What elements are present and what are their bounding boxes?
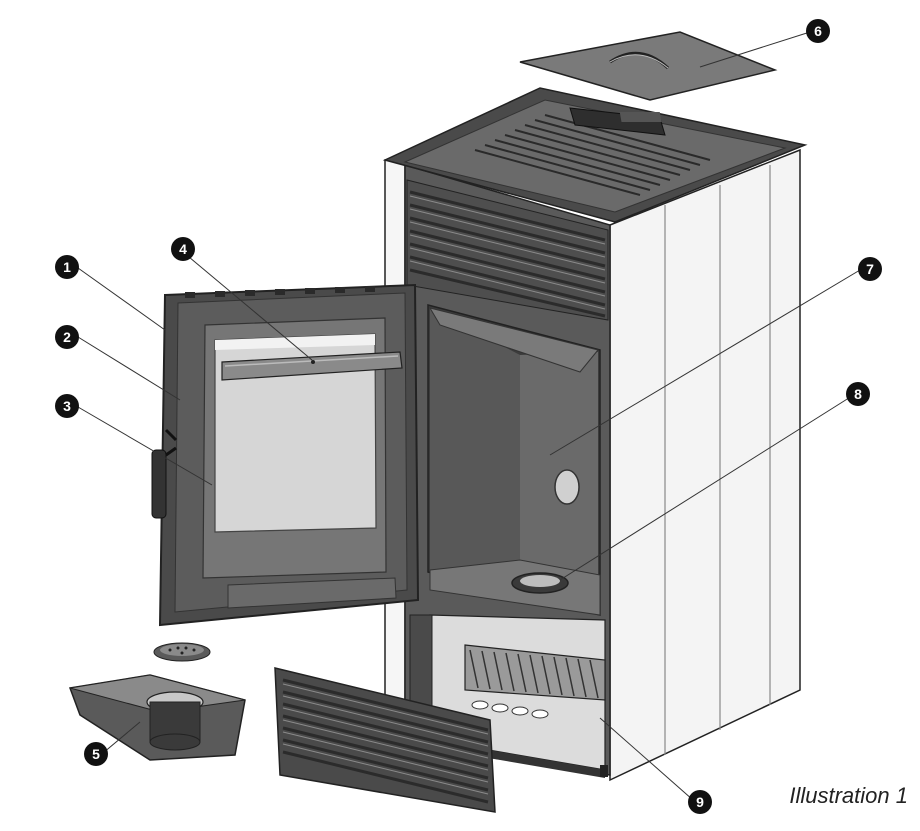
illustration-caption: Illustration 1 [789, 783, 908, 808]
callout-1: 1 [55, 255, 79, 279]
door-glass [214, 333, 377, 533]
air-inlet [554, 469, 580, 505]
callout-5-number: 5 [92, 746, 100, 762]
callout-9: 9 [688, 790, 712, 814]
top-lid [519, 31, 778, 101]
door-handle [151, 428, 178, 519]
leader-5 [102, 721, 141, 754]
ash-tray [68, 674, 246, 761]
upper-louver-grille [406, 179, 609, 321]
callout-3: 3 [55, 394, 79, 418]
leader-4 [182, 251, 313, 361]
callout-5: 5 [84, 742, 108, 766]
stove-top [382, 87, 808, 223]
callout-4: 4 [171, 237, 195, 261]
leader-6 [699, 31, 811, 68]
callout-8-number: 8 [854, 386, 862, 402]
grate-disc [153, 642, 211, 662]
callout-4-number: 4 [179, 241, 187, 257]
lower-front-grille [274, 667, 496, 813]
stove-right-side [609, 148, 801, 782]
callout-1-number: 1 [63, 259, 71, 275]
callout-9-number: 9 [696, 794, 704, 810]
glass-deflector [221, 351, 403, 381]
callout-6-number: 6 [814, 23, 822, 39]
callout-2: 2 [55, 325, 79, 349]
callout-7: 7 [858, 257, 882, 281]
leader-3 [77, 406, 213, 486]
callout-2-number: 2 [63, 329, 71, 345]
leader-1 [77, 267, 166, 331]
leader-2 [77, 336, 181, 401]
callout-7-number: 7 [866, 261, 874, 277]
fan [464, 644, 606, 701]
callout-8: 8 [846, 382, 870, 406]
callout-6: 6 [806, 19, 830, 43]
combustion-chamber [427, 304, 601, 616]
callout-3-number: 3 [63, 398, 71, 414]
stove-door [151, 283, 420, 627]
leader-lines [77, 31, 861, 801]
leader-7 [549, 269, 861, 456]
leader-9 [599, 717, 694, 801]
leader-8 [559, 395, 853, 581]
